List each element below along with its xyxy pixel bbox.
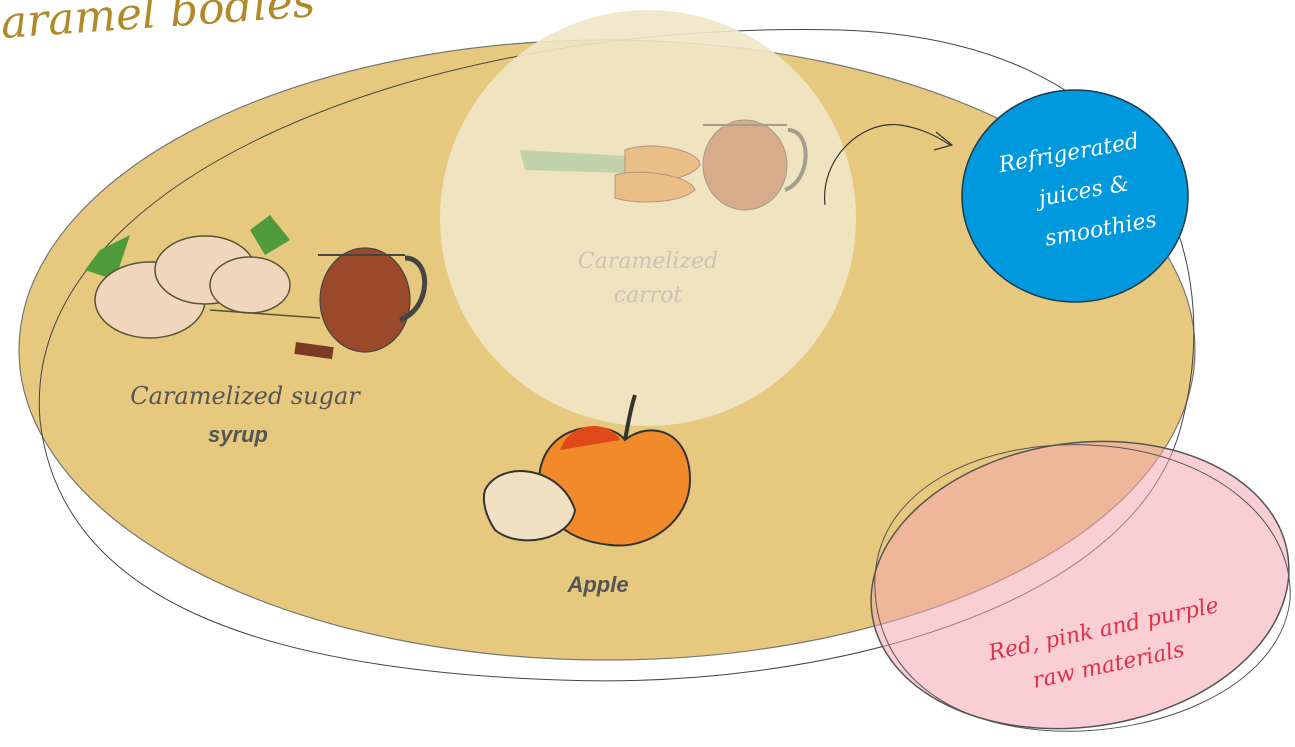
carrot-circle: [440, 10, 856, 426]
sugar-label-line1: Caramelized sugar: [130, 382, 361, 410]
sugar-label-line2: syrup: [208, 422, 268, 447]
carrot-label-line1: Caramelized: [578, 249, 718, 274]
apple-label: Apple: [566, 572, 628, 597]
refrigerated-juices-group: Refrigerated juices & smoothies: [962, 90, 1188, 302]
carrot-label-line2: carrot: [614, 283, 683, 308]
diagram-title: aramel bodies: [0, 0, 317, 49]
